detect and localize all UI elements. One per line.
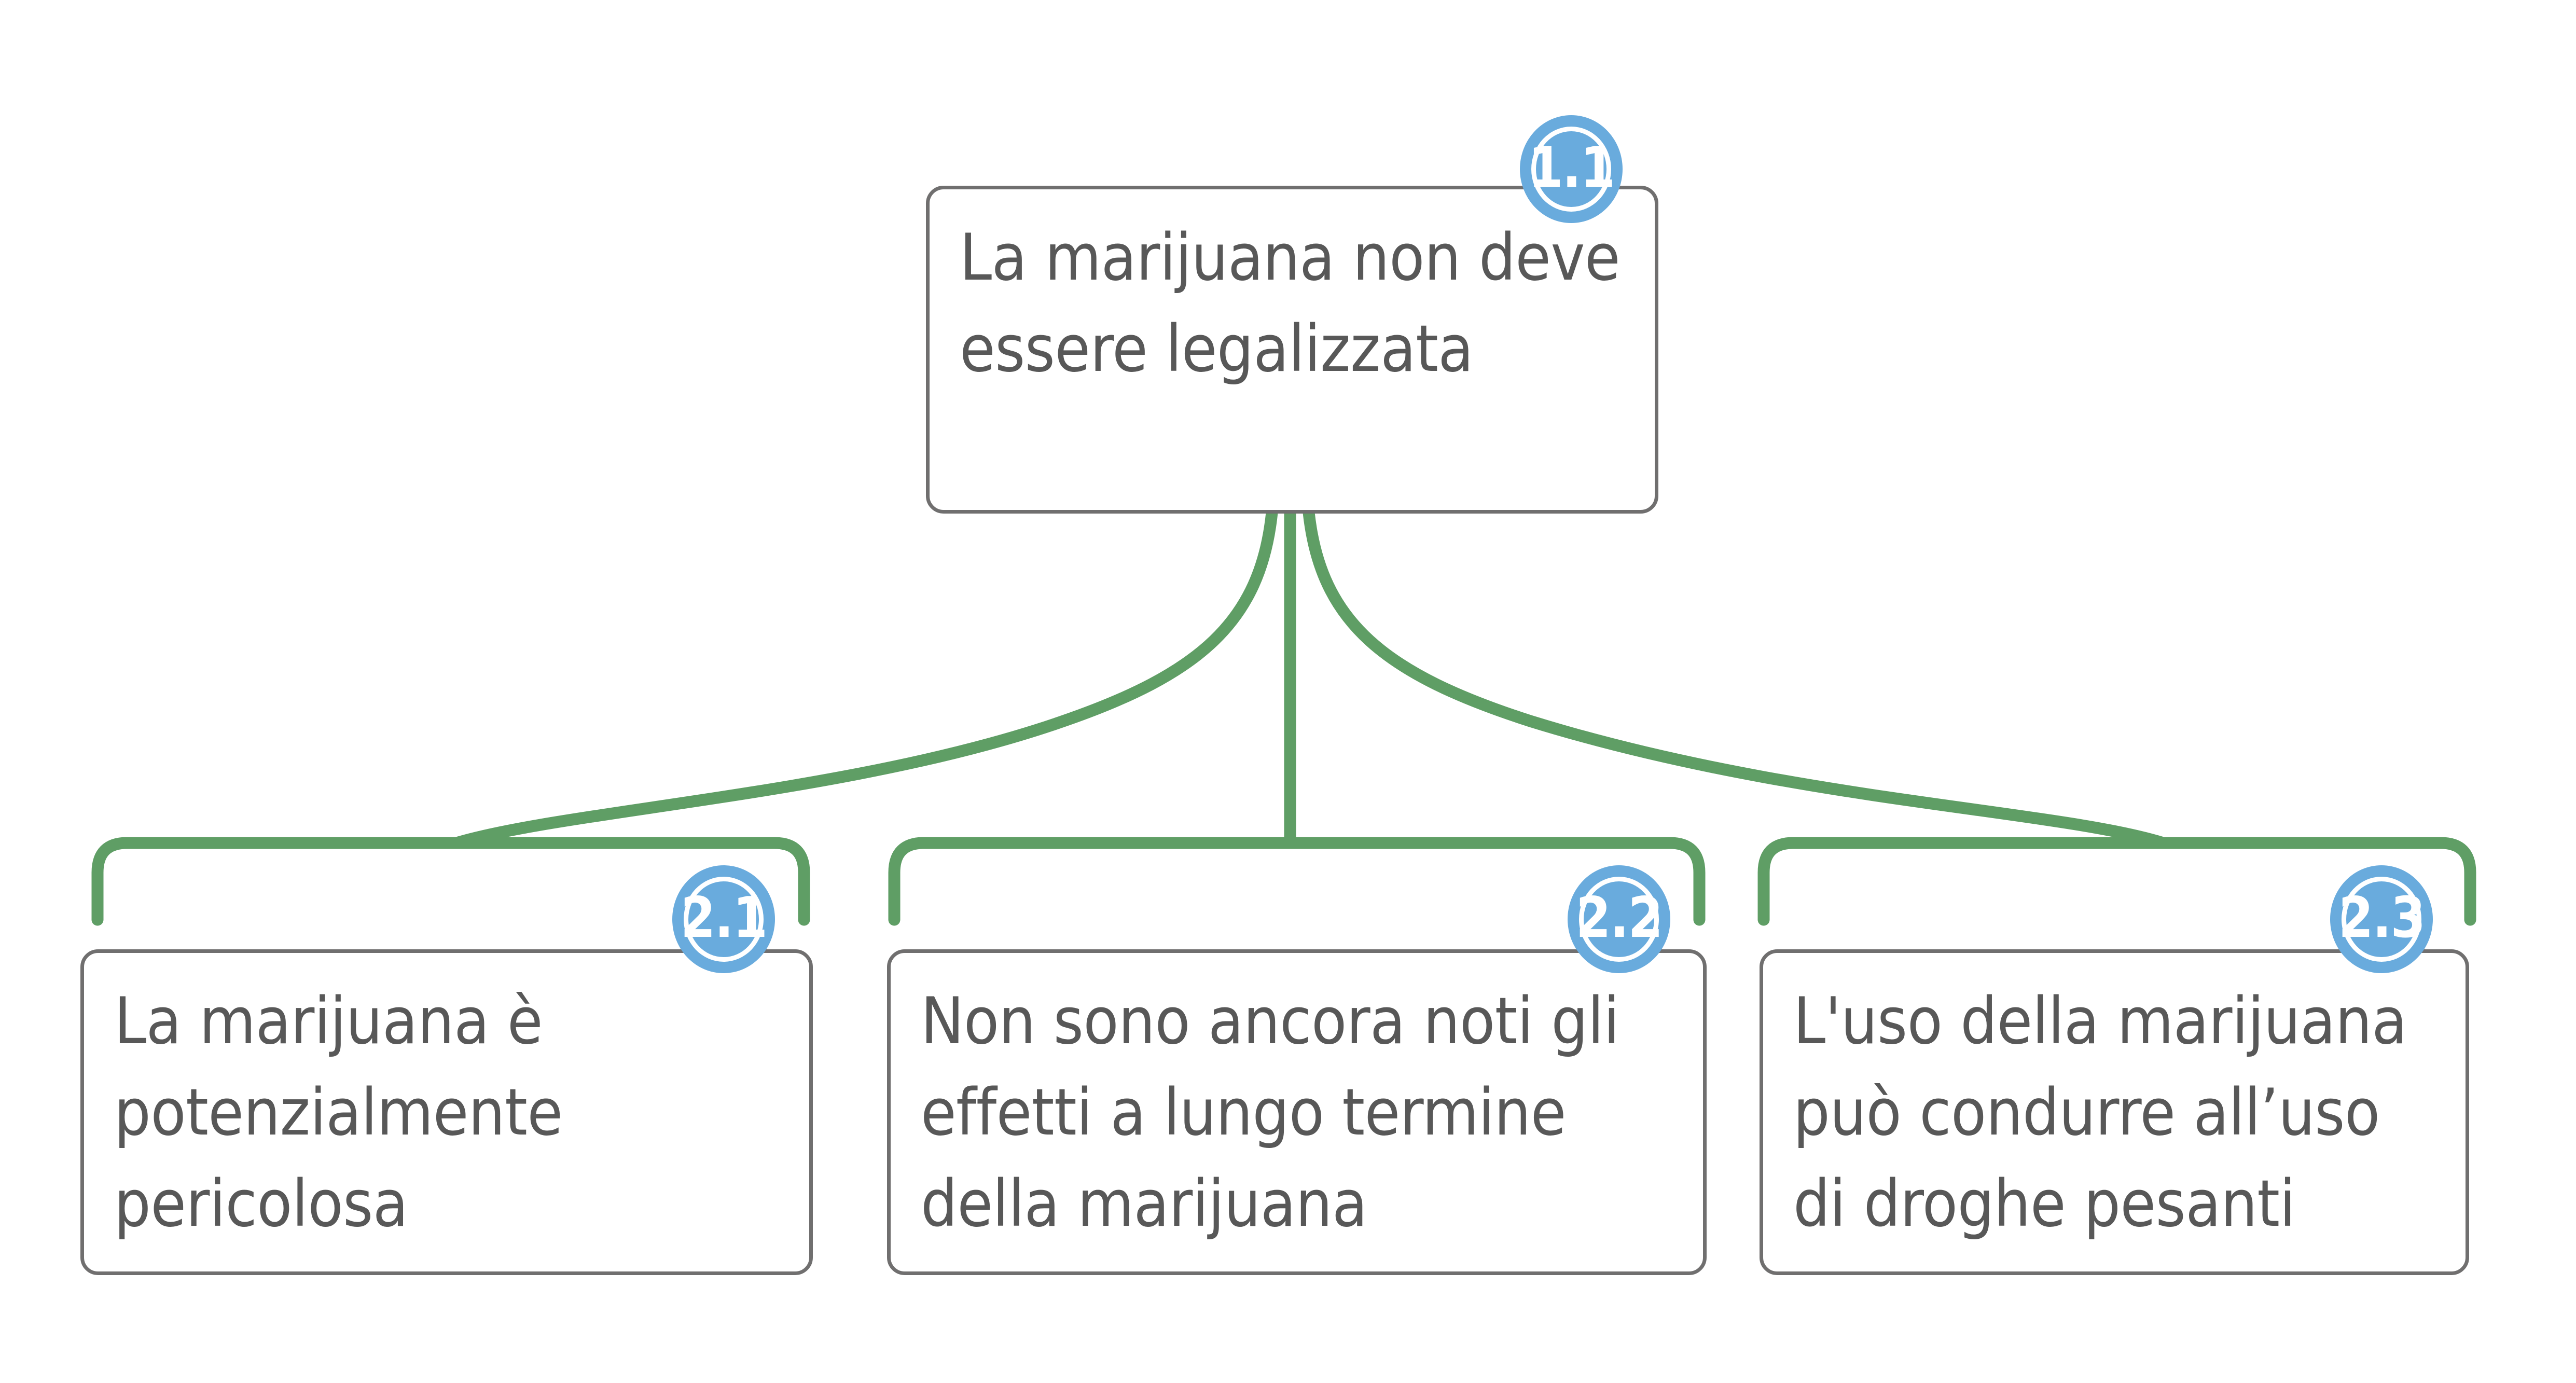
node-badge-label-2-2: 2.2 <box>1575 886 1663 950</box>
node-text-2-3: L'uso della marijuana può condurre all’u… <box>1793 984 2407 1241</box>
edge-1-1-to-2-3 <box>1303 506 2169 849</box>
node-badge-2-1[interactable]: 2.1 <box>672 865 775 973</box>
node-box-2-2[interactable]: Non sono ancora noti gli effetti a lungo… <box>887 949 1707 1275</box>
node-badge-label-2-3: 2.3 <box>2338 886 2426 950</box>
node-badge-2-3[interactable]: 2.3 <box>2330 865 2433 973</box>
node-box-1-1[interactable]: La marijuana non deve essere legalizzata <box>926 186 1658 514</box>
node-box-2-3[interactable]: L'uso della marijuana può condurre all’u… <box>1760 949 2469 1275</box>
node-badge-2-2[interactable]: 2.2 <box>1568 865 1670 973</box>
node-badge-label-2-1: 2.1 <box>680 886 768 950</box>
node-text-2-2: Non sono ancora noti gli effetti a lungo… <box>921 984 1619 1241</box>
node-badge-1-1[interactable]: 1.1 <box>1520 115 1623 223</box>
node-box-2-1[interactable]: La marijuana è potenzialmente pericolosa <box>80 949 813 1275</box>
node-text-2-1: La marijuana è potenzialmente pericolosa <box>114 984 563 1241</box>
node-text-1-1: La marijuana non deve essere legalizzata <box>960 220 1621 386</box>
node-badge-label-1-1: 1.1 <box>1528 135 1615 200</box>
edge-1-1-to-2-1 <box>450 506 1278 849</box>
